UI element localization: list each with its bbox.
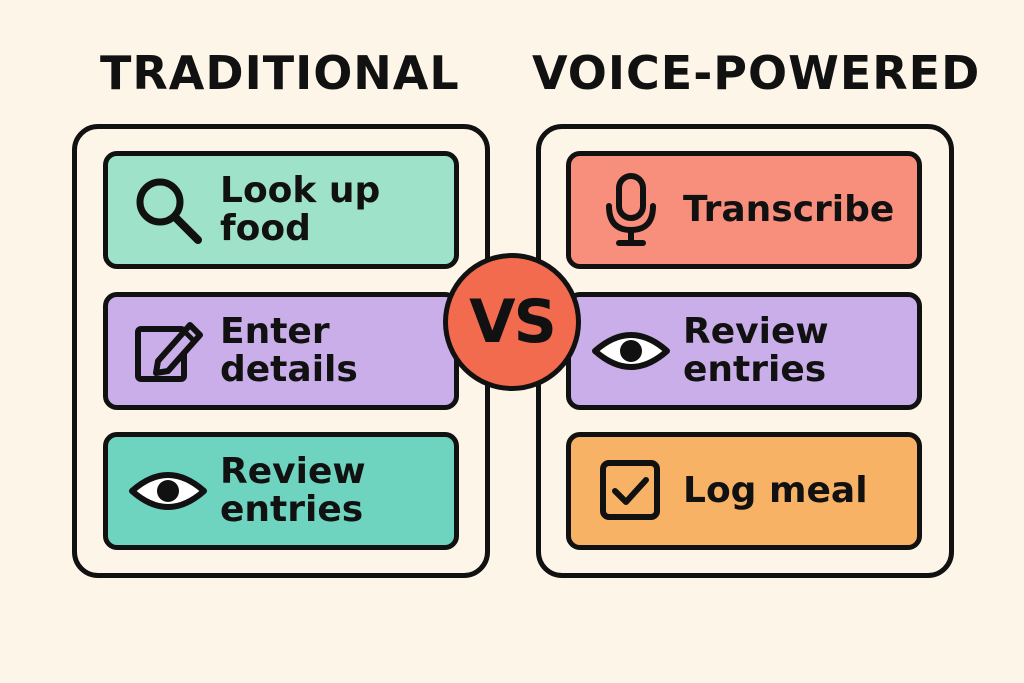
- vs-badge: VS: [443, 253, 581, 391]
- eye-icon: [591, 311, 671, 391]
- checkbox-icon: [591, 451, 671, 531]
- step-look-up-food: Look up food: [103, 151, 459, 269]
- voice-powered-title: VOICE-POWERED: [532, 46, 981, 100]
- step-label: Enter details: [220, 311, 358, 390]
- eye-icon: [128, 451, 208, 531]
- step-review-entries-voice: Review entries: [566, 292, 922, 410]
- microphone-icon: [591, 170, 671, 250]
- step-label: Transcribe: [683, 189, 895, 230]
- step-transcribe: Transcribe: [566, 151, 922, 269]
- traditional-title: TRADITIONAL: [100, 46, 460, 100]
- edit-icon: [128, 311, 208, 391]
- step-label: Review entries: [683, 311, 829, 390]
- magnifier-icon: [128, 170, 208, 250]
- step-label: Log meal: [683, 470, 868, 511]
- step-label: Look up food: [220, 170, 381, 249]
- step-review-entries: Review entries: [103, 432, 459, 550]
- step-label: Review entries: [220, 451, 366, 530]
- step-enter-details: Enter details: [103, 292, 459, 410]
- step-log-meal: Log meal: [566, 432, 922, 550]
